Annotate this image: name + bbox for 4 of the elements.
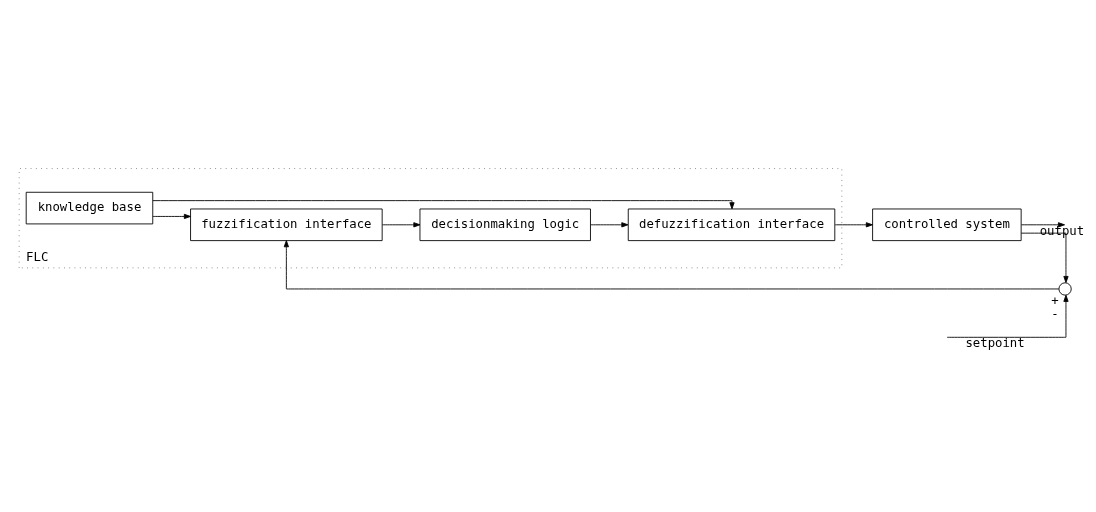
node-label: + [1051,293,1059,308]
edge-label: output [1039,223,1085,238]
node-label: - [1051,307,1059,322]
edge-label: setpoint [965,336,1025,351]
